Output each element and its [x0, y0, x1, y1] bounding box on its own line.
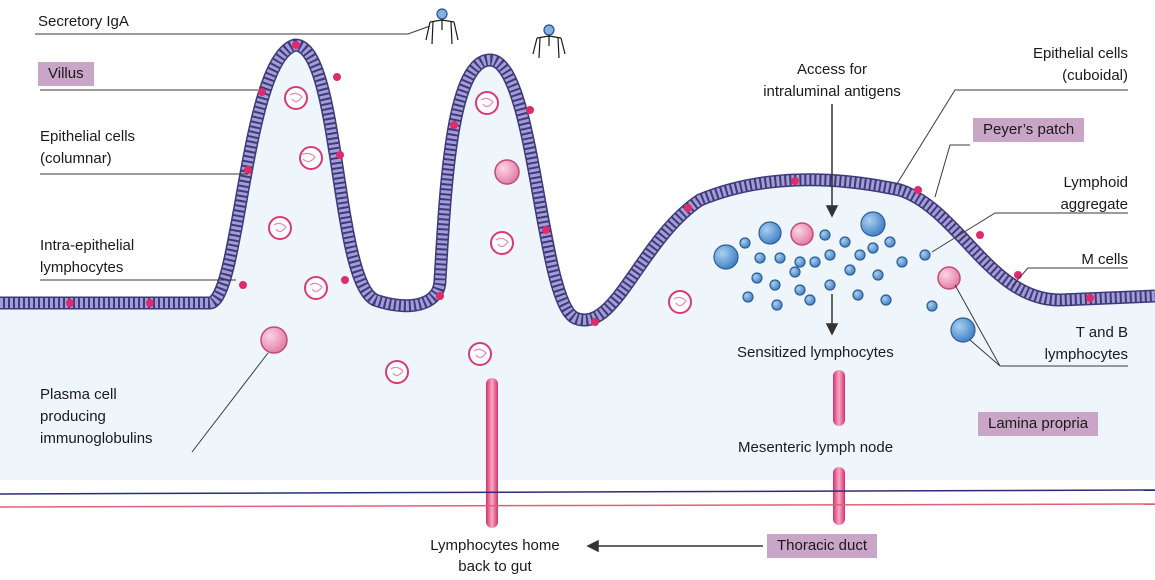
- label-access-2: intraluminal antigens: [742, 82, 922, 101]
- label-epithelial-columnar-2: (columnar): [40, 149, 112, 168]
- label-villus: Villus: [38, 62, 94, 86]
- label-home-1: Lymphocytes home: [405, 536, 585, 555]
- label-home-2: back to gut: [405, 557, 585, 576]
- label-mesenteric: Mesenteric lymph node: [738, 438, 893, 457]
- label-peyers-patch: Peyer’s patch: [973, 118, 1084, 142]
- label-lamina-propria: Lamina propria: [978, 412, 1098, 436]
- label-epithelial-cuboidal-1: Epithelial cells: [960, 44, 1128, 63]
- label-epithelial-cuboidal-2: (cuboidal): [960, 66, 1128, 85]
- label-tb-2: lymphocytes: [960, 345, 1128, 364]
- label-epithelial-columnar-1: Epithelial cells: [40, 127, 135, 146]
- label-m-cells: M cells: [960, 250, 1128, 269]
- homing-arrow: [588, 541, 763, 551]
- vessel-line-blue: [0, 490, 1155, 494]
- label-lymphoid-1: Lymphoid: [960, 173, 1128, 192]
- label-lymphoid-2: aggregate: [960, 195, 1128, 214]
- label-intra-epithelial-1: Intra-epithelial: [40, 236, 134, 255]
- lymph-vessel: [833, 370, 845, 426]
- label-plasma-3: immunoglobulins: [40, 429, 153, 448]
- label-tb-1: T and B: [960, 323, 1128, 342]
- vessel-line-red: [0, 504, 1155, 507]
- label-secretory-iga: Secretory IgA: [38, 12, 129, 31]
- label-intra-epithelial-2: lymphocytes: [40, 258, 123, 277]
- label-sensitized: Sensitized lymphocytes: [737, 343, 894, 362]
- plasma-cell: [261, 327, 287, 353]
- label-access-1: Access for: [742, 60, 922, 79]
- label-plasma-2: producing: [40, 407, 106, 426]
- secretory-iga-icon: [426, 9, 565, 58]
- label-thoracic-duct: Thoracic duct: [767, 534, 877, 558]
- label-plasma-1: Plasma cell: [40, 385, 117, 404]
